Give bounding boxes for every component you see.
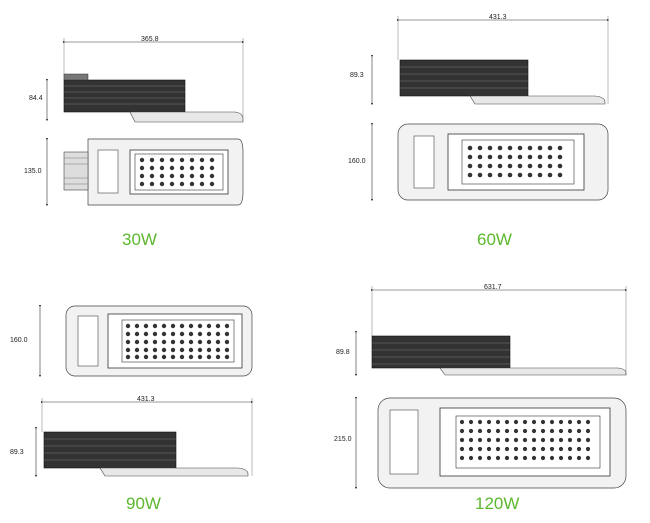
lamp-120w-group	[354, 286, 628, 490]
lamp-90w-power-label: 90W	[126, 494, 161, 513]
lamp-90w-side-view	[34, 398, 254, 478]
lamp-90w-height-label: 89.3	[10, 449, 24, 456]
lamp-120w-top-view	[354, 396, 627, 490]
lamp-60w-side-view	[370, 16, 610, 106]
lamp-60w-width-label: 160.0	[348, 158, 366, 165]
lamp-90w-length-label: 431.3	[137, 396, 155, 403]
lamp-30w-top-view	[45, 137, 244, 207]
lamp-120w-height-label: 89.8	[336, 349, 350, 356]
lamp-60w-group	[370, 16, 610, 202]
lamp-120w-power-label: 120W	[475, 494, 520, 513]
lamp-30w-width-label: 135.0	[24, 168, 42, 175]
lamp-30w-power-label: 30W	[122, 230, 157, 249]
lamp-90w-width-label: 160.0	[10, 337, 28, 344]
lamp-90w-group	[34, 304, 254, 478]
lamp-120w-length-label: 631.7	[484, 284, 502, 291]
lamp-120w-side-view	[354, 286, 628, 377]
lamp-30w-length-label: 365.8	[141, 36, 159, 43]
lamp-30w-height-label: 84.4	[29, 95, 43, 102]
lamp-60w-length-label: 431.3	[489, 14, 507, 21]
lamp-30w-group	[45, 38, 245, 207]
lamp-60w-power-label: 60W	[477, 230, 512, 249]
lamp-60w-top-view	[370, 122, 609, 202]
lamp-60w-height-label: 89.3	[350, 72, 364, 79]
lamp-120w-width-label: 215.0	[334, 436, 352, 443]
lamp-30w-side-view	[45, 38, 245, 123]
lamp-90w-top-view	[38, 304, 253, 378]
